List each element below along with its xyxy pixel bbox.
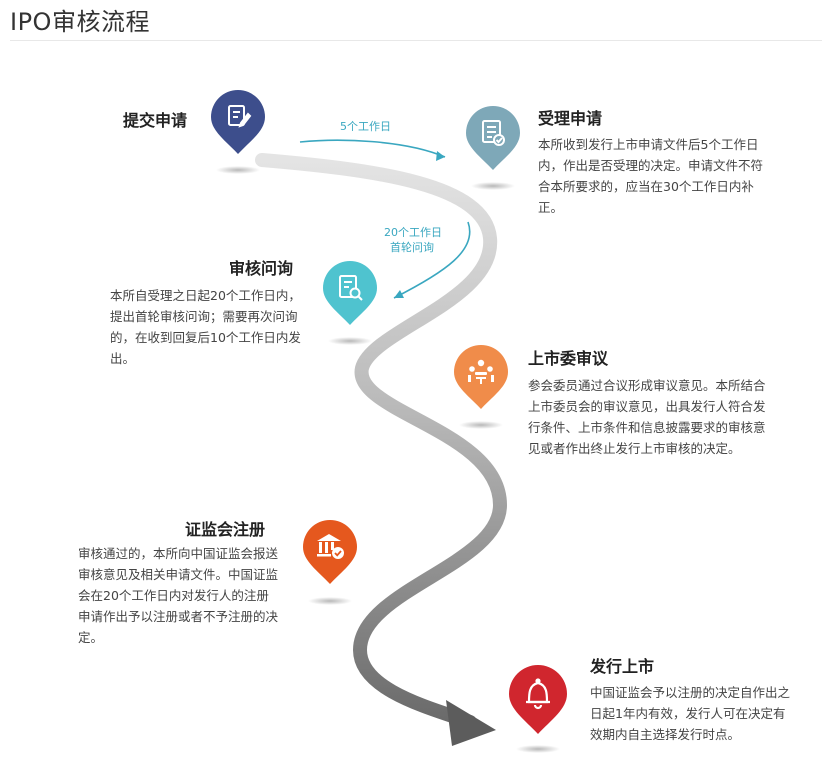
step-pin-inquiry: [323, 261, 377, 325]
pin-shadow: [216, 166, 260, 174]
arrow-5-days: [299, 139, 446, 158]
bell-icon: [526, 678, 550, 710]
step-pin-csrc: [303, 520, 357, 584]
step-title-listing: 发行上市: [590, 657, 655, 676]
step-pin-submit: [211, 90, 265, 154]
document-edit-icon: [228, 105, 252, 128]
pin-shadow: [308, 597, 352, 605]
step-desc-inquiry: 本所自受理之日起20个工作日内，提出首轮审核问询；需要再次问询的，在收到回复后1…: [110, 288, 301, 366]
document-check-icon: [482, 120, 505, 146]
arrow-5-days-head: [436, 151, 445, 161]
step-desc-committee: 参会委员通过合议形成审议意见。本所结合上市委员会的审议意见，出具发行人符合发行条…: [528, 378, 766, 456]
arrow-20-days-head: [394, 290, 404, 298]
pin-body: [509, 665, 567, 734]
step-pin-listing: [509, 665, 567, 734]
arrow-label-first-inquiry: 首轮问询: [390, 241, 434, 254]
page-title: IPO审核流程: [10, 8, 150, 36]
process-road: [255, 153, 508, 729]
step-title-submit: 提交申请: [123, 111, 188, 130]
step-desc-listing: 中国证监会予以注册的决定自作出之日起1年内有效，发行人可在决定有效期内自主选择发…: [590, 685, 791, 742]
arrow-label-5-days: 5个工作日: [340, 120, 391, 133]
step-desc-accept: 本所收到发行上市申请文件后5个工作日内，作出是否受理的决定。申请文件不符合本所要…: [538, 137, 764, 215]
pin-body: [303, 520, 357, 584]
pin-shadow: [328, 337, 372, 345]
process-road-arrowhead: [446, 700, 496, 746]
pin-shadow: [471, 182, 515, 190]
pin-shadow: [459, 421, 503, 429]
title-divider: [10, 40, 822, 41]
pin-body: [211, 90, 265, 154]
institution-check-icon: [317, 534, 344, 559]
step-pin-committee: [454, 345, 508, 409]
step-title-committee: 上市委审议: [528, 349, 609, 368]
arrow-label-20-days: 20个工作日: [384, 226, 442, 239]
step-title-inquiry: 审核问询: [229, 259, 294, 278]
document-search-icon: [339, 275, 363, 301]
pin-shadow: [516, 745, 560, 753]
meeting-icon: [468, 359, 494, 384]
arrow-20-days: [393, 221, 471, 299]
step-title-accept: 受理申请: [538, 109, 603, 128]
step-title-csrc: 证监会注册: [185, 520, 266, 539]
step-pin-accept: [466, 106, 520, 170]
pin-body: [466, 106, 520, 170]
step-desc-csrc: 审核通过的，本所向中国证监会报送审核意见及相关申请文件。中国证监会在20个工作日…: [78, 546, 279, 645]
